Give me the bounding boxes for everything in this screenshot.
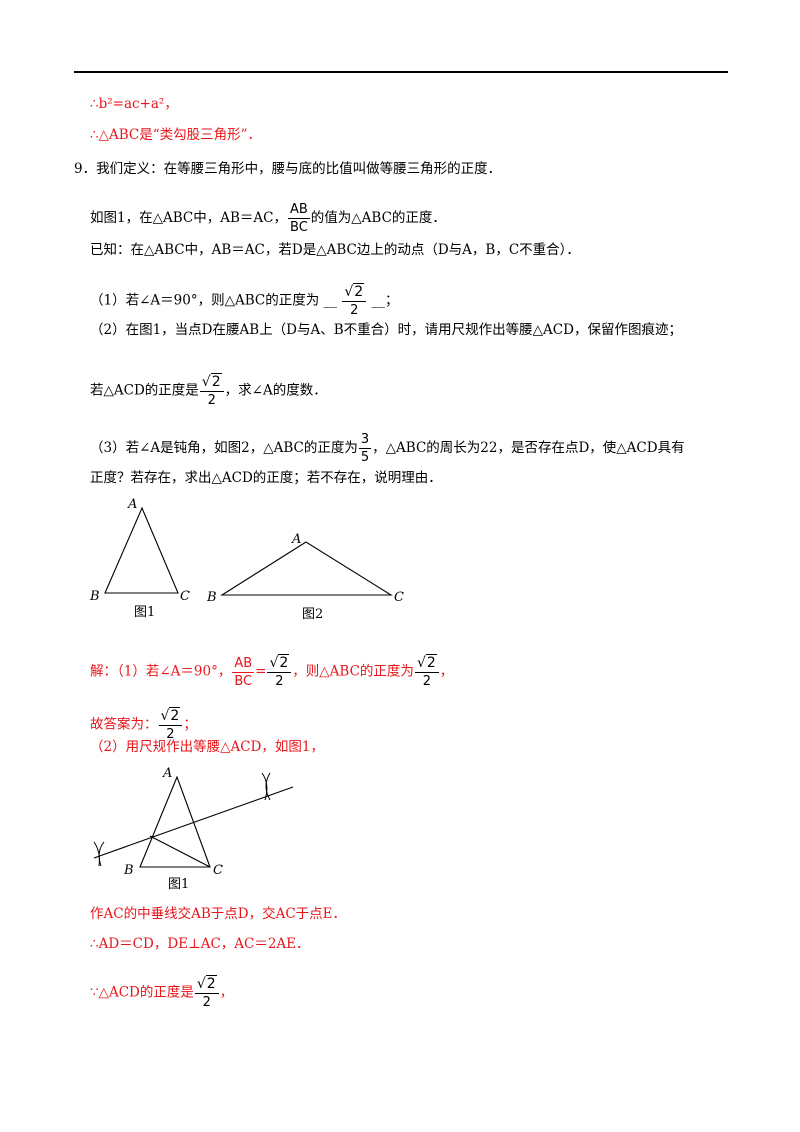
question-2-line-1: （2）在图1，当点D在腰AB上（D与A、B不重合）时，请用尺规作出等腰△ACD，…: [90, 322, 682, 338]
answer-blank-right: __；: [371, 292, 399, 309]
s6-end: ，: [219, 984, 234, 1001]
problem-intro: 9．我们定义：在等腰三角形中，腰与底的比值叫做等腰三角形的正度．: [74, 160, 501, 178]
problem-number: 9．: [74, 161, 97, 177]
triangle-abc: [220, 541, 393, 596]
example-post: 的值为△ABC的正度．: [310, 210, 446, 226]
question-3-line-2: 正度？若存在，求出△ACD的正度；若不存在，说明理由．: [90, 470, 442, 486]
segment-cd: [149, 835, 211, 868]
triangle-abc: [139, 775, 211, 868]
figure-2-obtuse-triangle: A B C 图2: [206, 532, 404, 622]
answer-line-2: ∴△ABC是“类勾股三角形”．: [90, 127, 262, 143]
figure-caption: 图1: [134, 605, 155, 620]
label-a: A: [162, 766, 172, 781]
s2-pre: 故答案为：: [90, 716, 158, 733]
arc-mark-left: [93, 841, 100, 867]
solution-line-3: （2）用尺规作出等腰△ACD，如图1，: [90, 739, 324, 755]
definition-text: 我们定义：在等腰三角形中，腰与底的比值叫做等腰三角形的正度．: [96, 161, 502, 177]
q3-pre: （3）若∠A是钝角，如图2，△ABC的正度为: [90, 440, 358, 456]
example-pre: 如图1，在△ABC中，AB＝AC，: [90, 210, 287, 226]
solution-line-4: 作AC的中垂线交AB于点D，交AC于点E．: [90, 906, 347, 922]
label-a: A: [127, 497, 137, 512]
s1-mid: ，则△ABC的正度为: [292, 663, 414, 680]
q2-pre: 若△ACD的正度是: [90, 382, 199, 399]
q1-text: （1）若∠A＝90°，则△ABC的正度为: [90, 292, 320, 309]
s1-pre: 解：（1）若∠A＝90°，: [90, 663, 232, 680]
figure-caption: 图2: [302, 607, 323, 622]
s1-end: ，: [439, 663, 454, 680]
arc-mark-right: [265, 772, 271, 801]
frac-den: BC: [290, 220, 308, 235]
label-a: A: [291, 532, 301, 547]
equals-sign: =: [255, 663, 267, 680]
label-b: B: [123, 863, 134, 878]
label-c: C: [213, 863, 223, 878]
frac-num: AB: [287, 202, 310, 219]
answer-blank-left: __: [323, 292, 338, 309]
arc-mark-left: [98, 841, 105, 867]
figure-caption: 图1: [168, 877, 189, 892]
s6-pre: ∵△ACD的正度是: [90, 984, 194, 1001]
label-c: C: [180, 589, 190, 604]
triangle-abc: [104, 506, 179, 594]
s2-end: ；: [183, 716, 197, 733]
q3-post: ，△ABC的周长为22，是否存在点D，使△ACD具有: [372, 440, 685, 456]
label-b: B: [206, 590, 217, 605]
q2-post: ，求∠A的度数．: [224, 382, 327, 399]
solution-line-5: ∴AD＝CD，DE⊥AC，AC＝2AE．: [90, 936, 310, 952]
given-line: 已知：在△ABC中，AB＝AC，若D是△ABC边上的动点（D与A，B，C不重合）…: [90, 242, 580, 258]
label-c: C: [394, 590, 404, 605]
figure-1-isosceles-triangle: A B C 图1: [89, 497, 190, 620]
arc-mark-right: [261, 772, 268, 801]
answer-line-1: ∴b²=ac+a²，: [90, 96, 178, 112]
header-rule: [74, 71, 728, 73]
label-b: B: [89, 589, 100, 604]
figure-construction: A B C 图1: [93, 766, 294, 892]
